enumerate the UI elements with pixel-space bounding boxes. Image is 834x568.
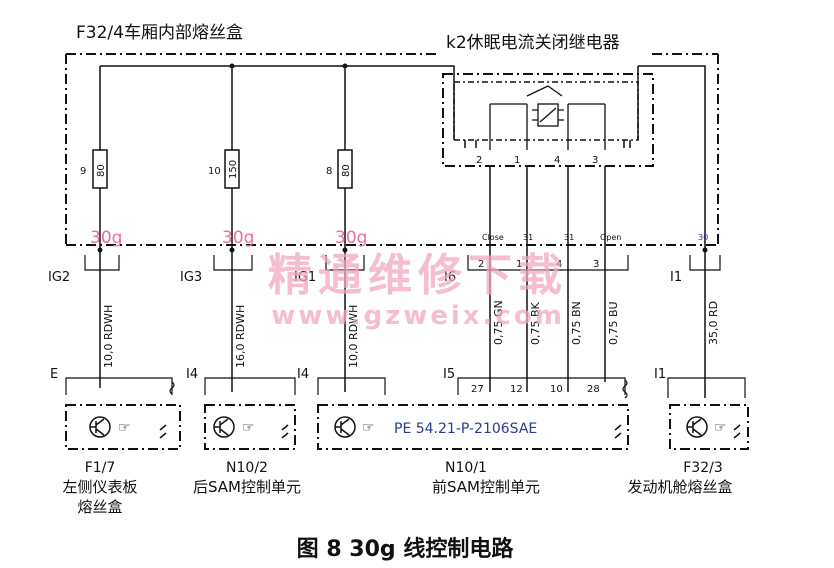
component-code-n10-1: N10/1 <box>445 460 487 476</box>
fuse-symbols <box>92 149 353 189</box>
svg-text:☞: ☞ <box>242 420 255 436</box>
module-reference: PE 54.21-P-2106SAE <box>394 421 537 437</box>
wire-label-1: 10,0 RDWH <box>102 305 115 368</box>
component-name-f1-7-line1: 左侧仪表板 <box>62 478 137 496</box>
terminal-30g-2: 30g <box>222 228 254 248</box>
svg-text:☞: ☞ <box>714 420 727 436</box>
conn-e: E <box>50 367 58 382</box>
fuse-3-number: 8 <box>326 166 332 177</box>
relay-pin-4: 4 <box>554 155 560 166</box>
wire-label-8: 35,0 RD <box>707 301 720 345</box>
component-name-n10-2: 后SAM控制单元 <box>193 478 301 496</box>
figure-caption: 图 8 30g 线控制电路 <box>297 536 515 562</box>
watermark-url: www.gzweix.com <box>271 301 565 331</box>
fuse-box-border <box>65 53 719 246</box>
component-name-n10-1: 前SAM控制单元 <box>432 478 540 496</box>
i6-pin-4: 4 <box>556 259 562 270</box>
wavy-break <box>622 379 628 399</box>
i6-pin-3: 3 <box>593 259 599 270</box>
wire-label-5: 0,75 BK <box>529 301 542 345</box>
conn-ig1: IG1 <box>294 270 316 285</box>
component-code-f32-3: F32/3 <box>683 460 723 476</box>
relay-pin-3: 3 <box>592 155 598 166</box>
wavy-break-left <box>169 381 175 395</box>
i5-pin-10: 10 <box>550 384 563 395</box>
conn-ig2: IG2 <box>48 270 70 285</box>
signal-close: Close <box>482 233 504 242</box>
wire-label-2: 16,0 RDWH <box>234 305 247 368</box>
i6-pin-2: 2 <box>478 259 484 270</box>
conn-i4-b: I4 <box>297 367 309 382</box>
component-code-n10-2: N10/2 <box>226 460 268 476</box>
i5-pin-27: 27 <box>471 384 484 395</box>
break-marks <box>159 424 741 439</box>
transistor-icons <box>89 416 708 438</box>
module-boxes <box>65 404 749 450</box>
relay-box <box>442 73 654 167</box>
signal-31-a: 31 <box>523 233 533 242</box>
svg-text:☞: ☞ <box>118 420 131 436</box>
wire-label-7: 0,75 BU <box>607 301 620 345</box>
conn-i1-top: I1 <box>670 270 682 285</box>
conn-i5: I5 <box>443 367 455 382</box>
svg-text:☞: ☞ <box>362 420 375 436</box>
component-name-f32-3: 发动机舱熔丝盒 <box>627 478 732 496</box>
conn-i6: I6 <box>444 270 456 285</box>
wire-label-6: 0,75 BN <box>570 301 583 345</box>
watermark-chinese: 精通维修下载 <box>268 250 568 301</box>
signal-30: 30 <box>698 233 708 242</box>
terminal-30g-1: 30g <box>90 228 122 248</box>
bus-line <box>99 65 706 245</box>
bus-junctions <box>229 63 348 69</box>
conn-ig3: IG3 <box>180 270 202 285</box>
fuse-2-rating: 150 <box>228 160 239 179</box>
signal-31-b: 31 <box>564 233 574 242</box>
relay-pin-marks <box>464 140 631 148</box>
fuse-1-rating: 80 <box>96 164 107 177</box>
wire-label-3: 10,0 RDWH <box>347 305 360 368</box>
i5-pin-12: 12 <box>510 384 523 395</box>
fuse-box-title: F32/4车厢内部熔丝盒 <box>76 23 243 43</box>
fuse-1-number: 9 <box>80 166 86 177</box>
conn-i1-bottom: I1 <box>654 367 666 382</box>
component-code-f1-7: F1/7 <box>85 460 116 476</box>
relay-pin-1: 1 <box>514 155 520 166</box>
conn-i4-a: I4 <box>186 367 198 382</box>
i6-pin-1: 1 <box>516 259 522 270</box>
component-name-f1-7-line2: 熔丝盒 <box>77 498 122 516</box>
relay-internal <box>489 85 606 150</box>
pointing-hand-icons: ☞ ☞ ☞ ☞ <box>118 420 727 436</box>
fuse-2-number: 10 <box>208 166 221 177</box>
relay-inner-box <box>453 81 639 141</box>
i5-pin-28: 28 <box>587 384 600 395</box>
connector-brackets <box>84 255 721 271</box>
module-brackets <box>65 377 746 398</box>
fuse-3-rating: 80 <box>341 164 352 177</box>
terminal-30g-3: 30g <box>335 228 367 248</box>
relay-pin-2: 2 <box>476 155 482 166</box>
wires <box>99 166 706 398</box>
signal-open: Open <box>600 233 621 242</box>
connector-dots <box>97 247 708 253</box>
wire-label-4: 0,75 GN <box>492 300 505 345</box>
relay-title: k2休眠电流关闭继电器 <box>446 33 620 53</box>
